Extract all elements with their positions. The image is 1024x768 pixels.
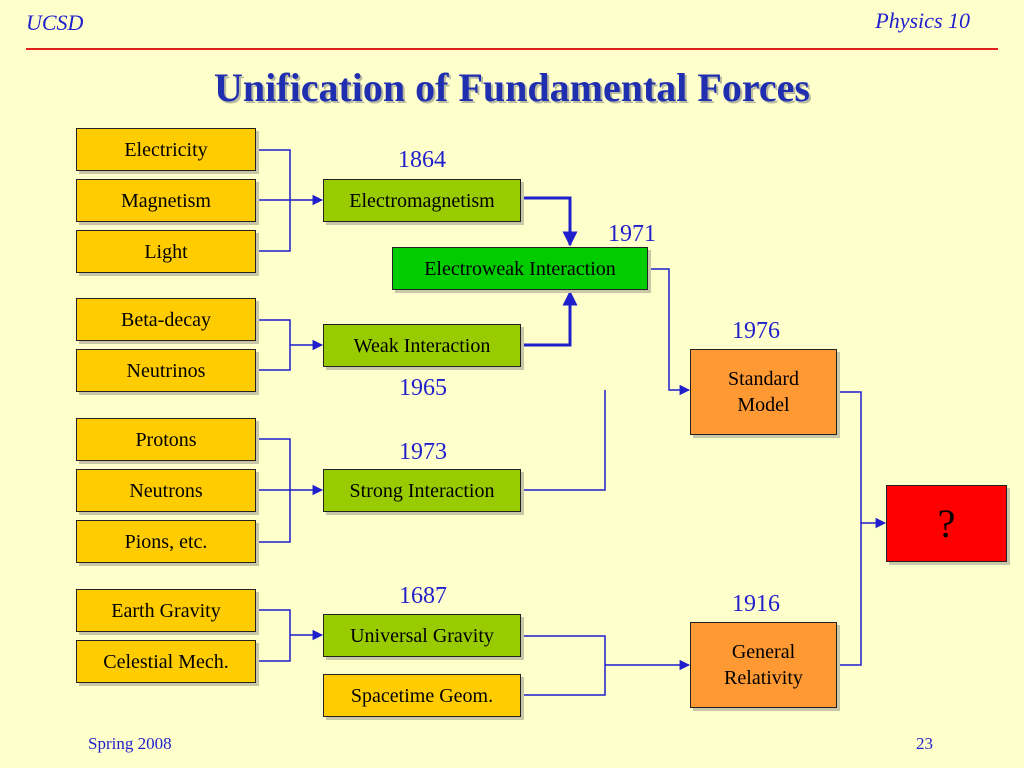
box-neutrons: Neutrons bbox=[76, 469, 256, 512]
slide-title: Unification of Fundamental Forces bbox=[214, 65, 810, 110]
link-electroweak-sm bbox=[648, 268, 691, 396]
header-course: Physics 10 bbox=[875, 8, 970, 33]
box-electricity: Electricity bbox=[76, 128, 256, 171]
box-weak-interaction: Weak Interaction bbox=[323, 324, 521, 367]
box-strong-interaction: Strong Interaction bbox=[323, 469, 521, 512]
box-spacetime-geom: Spacetime Geom. bbox=[323, 674, 521, 717]
year-electromagnetism: 1864 bbox=[398, 147, 446, 173]
year-general-relativity: 1916 bbox=[732, 591, 780, 617]
box-pions: Pions, etc. bbox=[76, 520, 256, 563]
box-electroweak: Electroweak Interaction bbox=[392, 247, 648, 290]
link-strong-sm bbox=[521, 390, 606, 491]
footer-term: Spring 2008 bbox=[88, 734, 172, 753]
link-weak-electroweak bbox=[521, 290, 578, 347]
link-sm-unknown bbox=[837, 391, 862, 666]
box-universal-gravity: Universal Gravity bbox=[323, 614, 521, 657]
year-strong: 1973 bbox=[399, 439, 447, 465]
link-gravity-gr bbox=[521, 635, 606, 696]
link-em-electroweak bbox=[521, 196, 578, 247]
box-unknown: ? bbox=[886, 485, 1007, 562]
box-electromagnetism: Electromagnetism bbox=[323, 179, 521, 222]
box-celestial-mech: Celestial Mech. bbox=[76, 640, 256, 683]
box-magnetism: Magnetism bbox=[76, 179, 256, 222]
link-earth-gravity bbox=[256, 609, 291, 662]
year-electroweak: 1971 bbox=[608, 221, 656, 247]
box-beta-decay: Beta-decay bbox=[76, 298, 256, 341]
year-weak: 1965 bbox=[399, 375, 447, 401]
link-light bbox=[256, 200, 291, 252]
link-beta-decay bbox=[256, 319, 291, 371]
box-standard-model: Standard Model bbox=[690, 349, 837, 435]
box-light: Light bbox=[76, 230, 256, 273]
footer-page-number: 23 bbox=[916, 734, 933, 753]
box-neutrinos: Neutrinos bbox=[76, 349, 256, 392]
box-protons: Protons bbox=[76, 418, 256, 461]
header-org: UCSD bbox=[26, 10, 84, 35]
box-general-relativity: General Relativity bbox=[690, 622, 837, 708]
year-standard-model: 1976 bbox=[732, 318, 780, 344]
year-gravity: 1687 bbox=[399, 583, 447, 609]
header-divider bbox=[26, 48, 998, 50]
link-electricity bbox=[256, 149, 291, 200]
box-earth-gravity: Earth Gravity bbox=[76, 589, 256, 632]
